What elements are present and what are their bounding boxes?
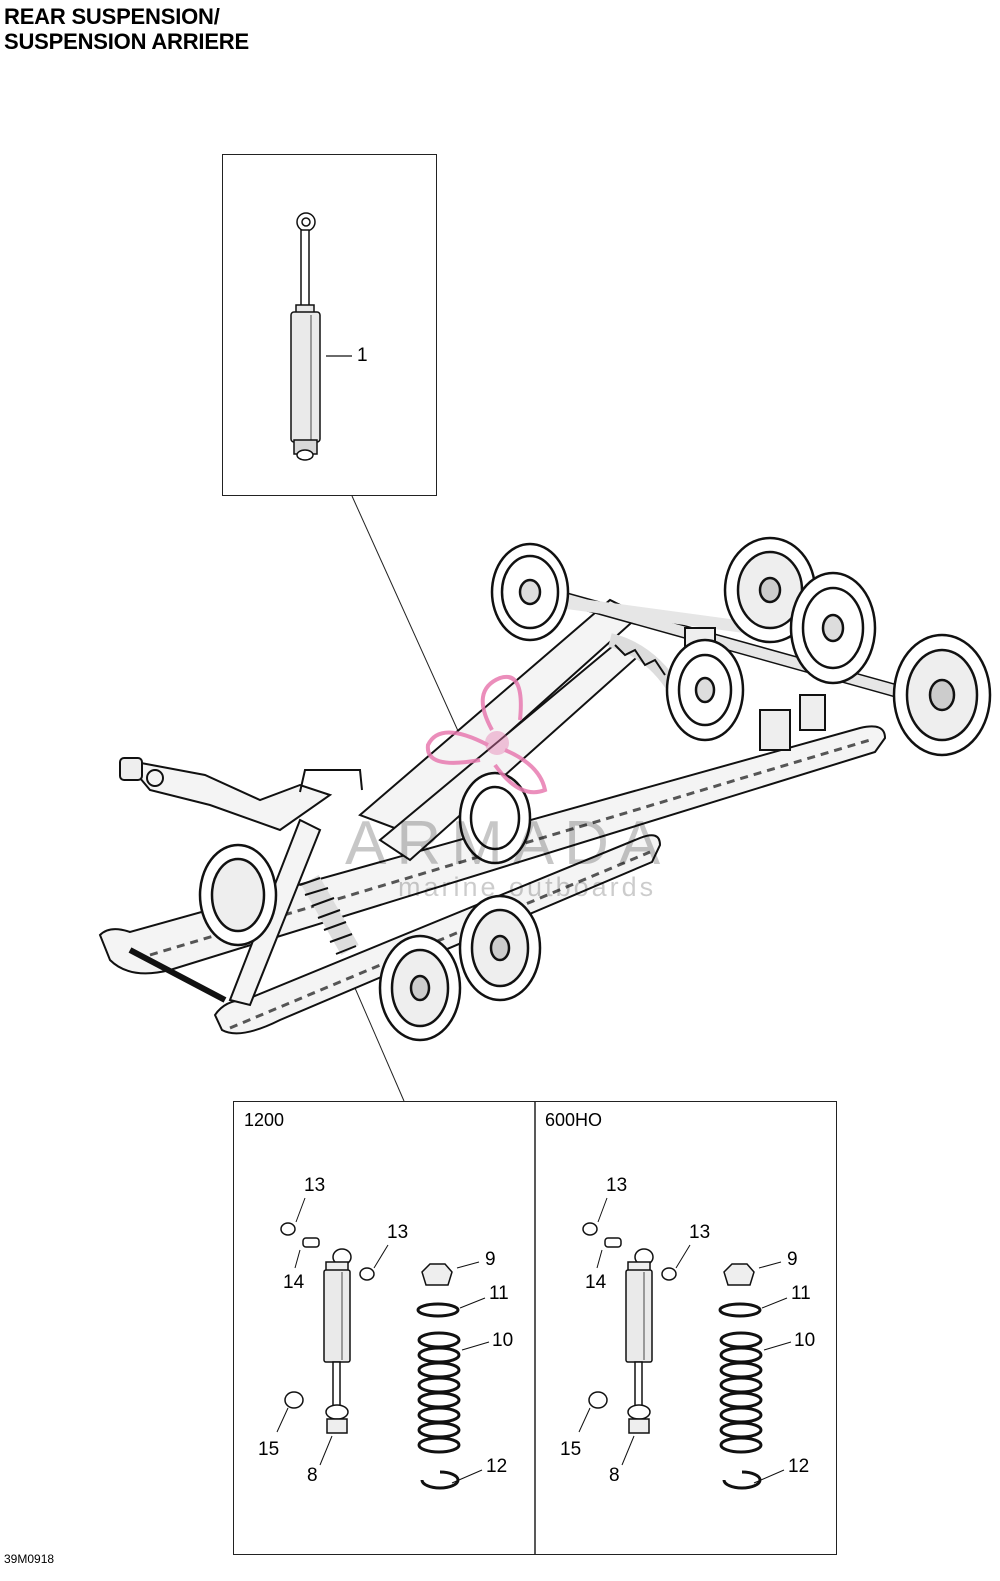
callout-1200-13a: 13 bbox=[304, 1175, 326, 1196]
watermark-brand: ARMADA bbox=[345, 809, 671, 878]
wheel-center bbox=[665, 638, 745, 742]
variant-label-600ho: 600HO bbox=[545, 1110, 603, 1130]
variant-label-1200: 1200 bbox=[244, 1110, 285, 1130]
callout-1200-12: 12 bbox=[486, 1456, 508, 1477]
idler-wheels bbox=[198, 536, 992, 1042]
callout-600ho-11: 11 bbox=[791, 1283, 811, 1304]
title-french: SUSPENSION ARRIERE bbox=[4, 29, 249, 54]
wheel-front-lower-2 bbox=[458, 894, 542, 1002]
wheel-front-lower-1 bbox=[378, 934, 462, 1042]
callout-1200-9: 9 bbox=[485, 1249, 496, 1270]
page-title: REAR SUSPENSION/ SUSPENSION ARRIERE bbox=[4, 4, 249, 54]
callout-leaders-1200 bbox=[276, 1197, 490, 1484]
variant-1200-parts bbox=[280, 1222, 460, 1434]
wheel-rear-left bbox=[490, 542, 570, 642]
callout-600ho-14: 14 bbox=[585, 1272, 607, 1293]
callout-1200-13b: 13 bbox=[387, 1222, 409, 1243]
callout-600ho-12: 12 bbox=[788, 1456, 810, 1477]
wheel-mid-upper bbox=[458, 771, 532, 865]
callout-1200-15: 15 bbox=[258, 1439, 280, 1460]
callout-600ho-9: 9 bbox=[787, 1249, 798, 1270]
callout-600ho-13a: 13 bbox=[606, 1175, 628, 1196]
wheel-rear-outer bbox=[892, 633, 992, 757]
callout-1: 1 bbox=[357, 345, 368, 366]
callout-600ho-8: 8 bbox=[609, 1465, 620, 1486]
callout-1200-10: 10 bbox=[492, 1330, 514, 1351]
figure-code: 39M0918 bbox=[4, 1552, 55, 1566]
variant-600ho-spring bbox=[719, 1331, 763, 1490]
shock-absorber-part-1 bbox=[290, 212, 321, 461]
shock-detail-box bbox=[222, 154, 437, 496]
callout-600ho-15: 15 bbox=[560, 1439, 582, 1460]
leader-line-top bbox=[351, 495, 464, 743]
title-english: REAR SUSPENSION/ bbox=[4, 4, 220, 29]
callout-leaders-600ho bbox=[578, 1197, 792, 1484]
callout-600ho-10: 10 bbox=[794, 1330, 816, 1351]
watermark-logo bbox=[425, 674, 548, 795]
variant-600ho-parts bbox=[582, 1222, 762, 1434]
callout-1200-8: 8 bbox=[307, 1465, 318, 1486]
callout-1200-14: 14 bbox=[283, 1272, 305, 1293]
variant-1200-spring bbox=[417, 1331, 461, 1490]
wheel-rear-right bbox=[789, 571, 877, 685]
wheel-front-left bbox=[198, 843, 278, 947]
callout-600ho-13b: 13 bbox=[689, 1222, 711, 1243]
watermark-tagline: marine outboards bbox=[398, 872, 657, 902]
callout-1200-11: 11 bbox=[489, 1283, 509, 1304]
